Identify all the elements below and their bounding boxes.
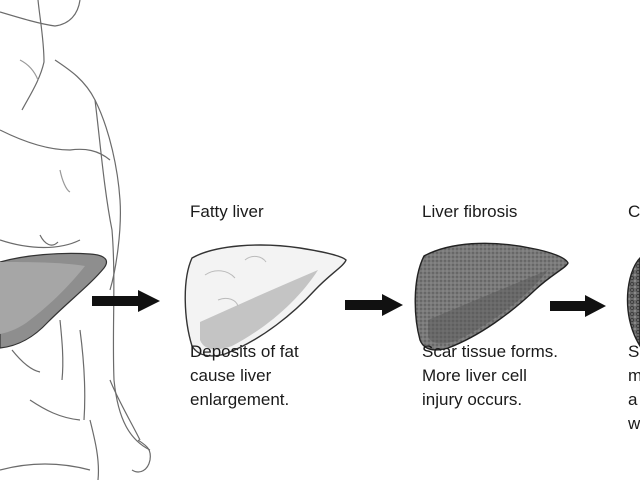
stage-description-cirrhosis: S m a w	[628, 340, 640, 436]
description-line: enlargement.	[190, 390, 290, 409]
stage-title-cirrhosis: C	[628, 202, 640, 221]
description-line: w	[628, 414, 640, 433]
description-line: More liver cell	[422, 366, 527, 385]
human-torso-sketch	[0, 0, 151, 480]
fatty-liver-illustration	[184, 244, 347, 357]
description-line: S	[628, 342, 640, 361]
description-line: injury occurs.	[422, 390, 523, 409]
fibrosis-liver-illustration	[414, 242, 569, 351]
stage-description-liver-fibrosis: Scar tissue forms. More liver cell injur…	[422, 340, 558, 412]
description-line: Scar tissue forms.	[422, 342, 559, 361]
right-arrow-icon	[550, 295, 606, 317]
description-line: a	[628, 390, 638, 409]
cirrhosis-liver-illustration	[626, 257, 640, 348]
stage-description-fatty-liver: Deposits of fat cause liver enlargement.	[190, 340, 299, 412]
description-line: m	[628, 366, 640, 385]
stage-title-fatty-liver: Fatty liver	[190, 202, 264, 221]
right-arrow-icon	[345, 294, 403, 316]
stage-title-liver-fibrosis: Liver fibrosis	[422, 202, 518, 221]
right-arrow-icon	[92, 290, 160, 312]
description-line: Deposits of fat	[190, 342, 299, 361]
description-line: cause liver	[190, 366, 272, 385]
